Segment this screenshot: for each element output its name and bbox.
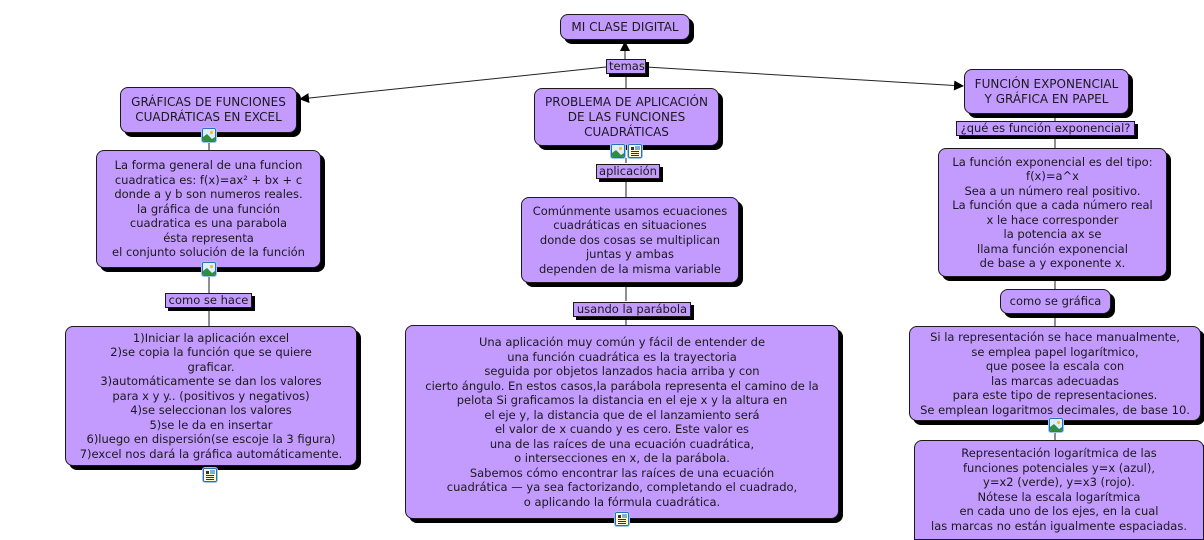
link-label-temas[interactable]: temas bbox=[606, 59, 646, 74]
node-exponencial-detail[interactable]: Si la representación se hace manualmente… bbox=[909, 326, 1201, 421]
link-temas-to-exponencial bbox=[645, 66, 964, 91]
link-label-aplicacion[interactable]: aplicación bbox=[596, 164, 660, 179]
link-label-que-es-funcion-exponencial[interactable]: ¿qué es función exponencial? bbox=[956, 121, 1135, 136]
image-resource-icon[interactable] bbox=[202, 128, 216, 142]
node-aplicacion-definition[interactable]: Comúnmente usamos ecuaciones cuadráticas… bbox=[521, 197, 739, 283]
image-resource-icon[interactable] bbox=[1049, 418, 1063, 432]
node-excel-definition[interactable]: La forma general de una funcion cuadrati… bbox=[96, 150, 321, 268]
image-resource-icon[interactable] bbox=[611, 144, 625, 158]
node-excel-steps[interactable]: 1)Iniciar la aplicación excel 2)se copia… bbox=[65, 326, 357, 466]
root-node[interactable]: MI CLASE DIGITAL bbox=[560, 14, 690, 40]
link-label-usando-la-parabola[interactable]: usando la parábola bbox=[573, 302, 691, 317]
image-resource-icon[interactable] bbox=[202, 262, 216, 276]
node-exponencial-definition[interactable]: La función exponencial es del tipo: f(x)… bbox=[938, 148, 1167, 277]
node-exponencial-logaritmica[interactable]: Representación logarítmica de las funcio… bbox=[914, 440, 1204, 540]
node-excel-title[interactable]: GRÁFICAS DE FUNCIONES CUADRÁTICAS EN EXC… bbox=[120, 87, 297, 133]
node-aplicacion-title[interactable]: PROBLEMA DE APLICACIÓN DE LAS FUNCIONES … bbox=[534, 88, 719, 146]
document-resource-icon[interactable] bbox=[203, 468, 217, 482]
node-aplicacion-detail[interactable]: Una aplicación muy común y fácil de ente… bbox=[405, 325, 839, 519]
document-resource-icon[interactable] bbox=[628, 144, 642, 158]
document-resource-icon[interactable] bbox=[615, 512, 629, 526]
link-label-como-se-hace[interactable]: como se hace bbox=[165, 293, 252, 308]
node-como-se-grafica[interactable]: como se gráfica bbox=[1000, 289, 1111, 314]
node-exponencial-title[interactable]: FUNCIÓN EXPONENCIAL Y GRÁFICA EN PAPEL bbox=[964, 69, 1129, 114]
